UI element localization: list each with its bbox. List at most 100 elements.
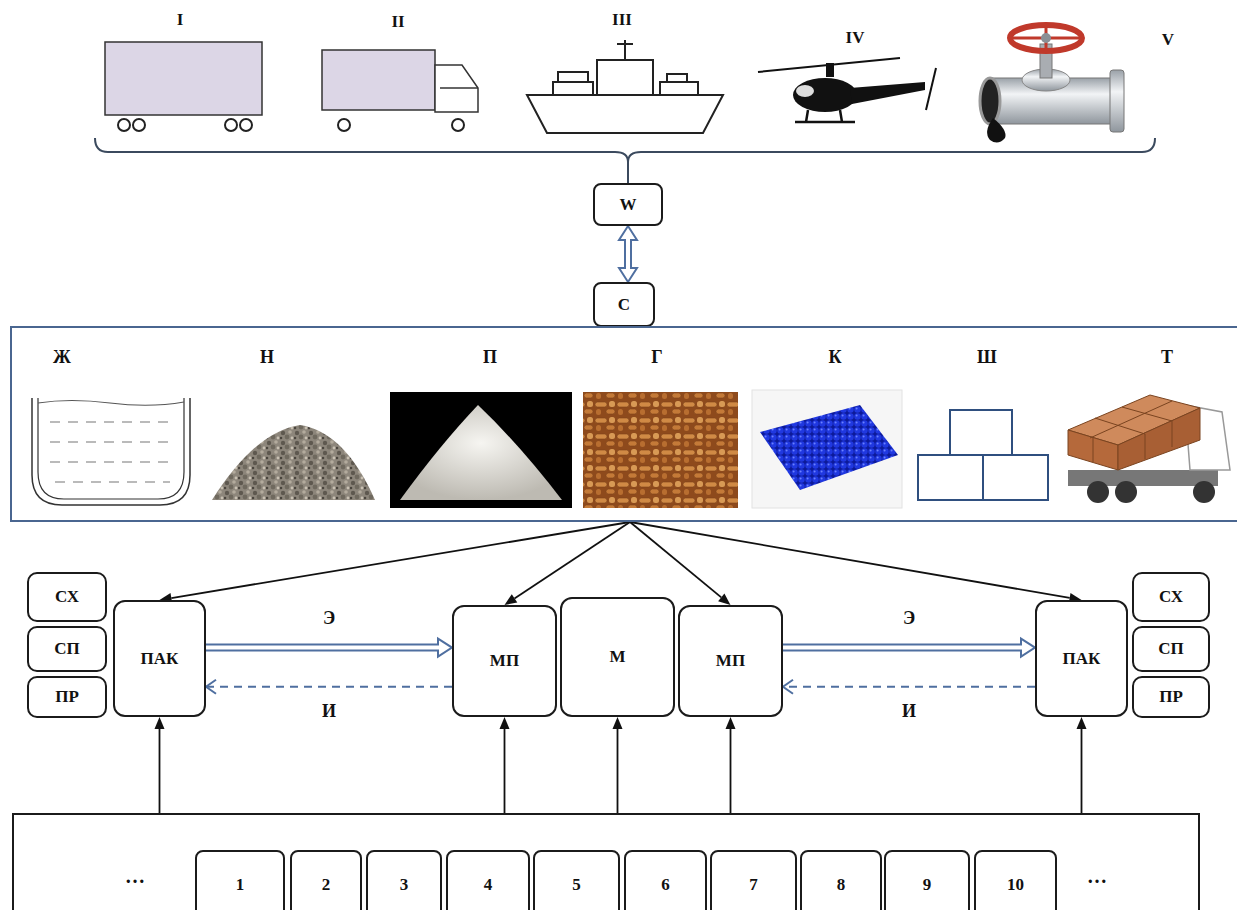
flow-label: И [900,700,918,721]
box-label: МП [490,651,519,671]
process-box: МП [452,605,557,717]
packaged-picture [918,455,983,500]
helicopter-icon [926,68,936,110]
transport-hub-box: W [593,183,663,226]
ship-icon [527,40,723,133]
railcar-icon [225,119,237,131]
helicopter-icon [758,58,936,122]
connector-part [626,237,630,271]
pipeline-icon [1012,26,1080,50]
connector-part [783,646,1024,650]
piece-picture [760,405,898,490]
connector-part [171,522,630,598]
helicopter-icon [795,110,855,122]
flow-label: И [320,700,338,721]
ship-icon [660,82,698,95]
process-box: ПР [1132,676,1210,718]
factor-box: 10 [974,850,1057,910]
truck-icon [338,119,350,131]
box-label: ПР [1159,687,1183,707]
truck-icon [322,50,478,131]
connector-part [500,717,510,729]
railcar-icon [105,42,262,131]
bulk-picture [212,425,375,500]
liquid-picture [38,401,184,406]
ship-icon [553,82,593,95]
connector-part [504,729,506,813]
process-box: М [560,597,675,717]
connector-part [206,680,216,694]
connector-part [505,594,518,605]
connector-part [155,717,165,729]
box-label: ПАК [1063,649,1101,669]
flow-arrow [160,522,631,603]
flow-arrow [783,680,1035,694]
helicopter-icon [850,82,925,104]
railcar-icon [105,42,262,115]
process-box: ПАК [113,600,206,717]
factor-box: 8 [800,850,882,910]
box-label: СП [1158,639,1184,659]
box-label: ПР [55,687,79,707]
factor-number: 8 [837,875,846,895]
connector-part [630,522,1070,598]
truckload-picture [1193,481,1215,503]
roman-numeral: V [1162,30,1174,50]
roman-numeral: IV [846,28,865,48]
connector-part [1077,717,1087,729]
powder-picture [400,405,562,500]
factor-number: 4 [484,875,493,895]
box-label: МП [716,651,745,671]
truckload-picture [1068,470,1218,486]
flow-arrow [613,717,623,813]
pipeline-icon [980,78,1000,124]
flow-arrow [206,639,452,657]
roman-numeral: III [612,10,632,30]
liquid-picture [50,422,175,482]
factor-number: 5 [572,875,581,895]
cargo-letter: К [828,347,841,368]
box-label: С [618,295,630,315]
flow-arrow [630,522,1082,603]
pipeline-icon [1110,70,1124,132]
connector-part [617,729,619,813]
factor-box: 6 [624,850,707,910]
truck-icon [435,65,478,112]
transport-bracket [627,162,629,183]
process-box: МП [678,605,783,717]
flow-arrow [500,717,510,813]
granule-picture [583,392,738,508]
factor-number: 2 [322,875,331,895]
factor-bar: ……12345678910 [12,813,1200,910]
factor-box: 7 [710,850,797,910]
granule-picture [583,392,738,508]
bulk-picture [212,425,375,500]
process-box: ПАК [1035,600,1128,717]
cargo-type-band: ЖНПГКШТ [10,326,1237,522]
railcar-icon [240,119,252,131]
connector-part [730,729,732,813]
flow-arrow [206,680,452,694]
connector-part [630,522,721,597]
pipeline-icon [1041,33,1051,43]
piece-picture [752,390,902,508]
roman-numeral: I [177,10,184,30]
cargo-letter: Ж [53,347,71,368]
railcar-icon [133,119,145,131]
ship-icon [558,72,588,82]
process-box: ПР [27,676,107,718]
ship-icon [667,74,687,82]
factor-box: 1 [195,850,285,910]
connector-part [1081,729,1083,813]
liquid-picture [38,398,184,499]
process-box: СП [27,626,107,672]
box-label: W [620,195,637,215]
box-label: СП [54,639,80,659]
pipeline-icon [980,25,1124,143]
ship-icon [617,40,633,60]
transport-bracket [95,138,1155,183]
connector-part [515,522,630,598]
process-box: СП [1132,626,1210,672]
connector-part [159,729,161,813]
